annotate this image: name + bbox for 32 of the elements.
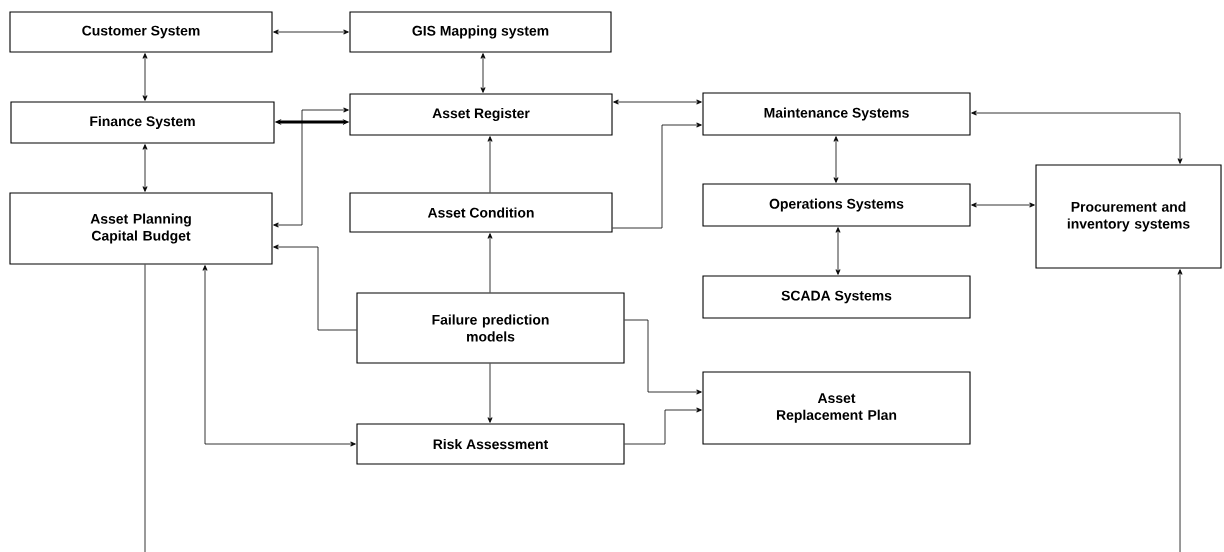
process-box: GIS Mapping system (349, 11, 612, 53)
arrow (202, 265, 356, 447)
arrow (833, 136, 839, 183)
process-box: Maintenance Systems (702, 92, 971, 136)
arrow (142, 144, 148, 192)
arrow (1177, 269, 1183, 552)
process-box: Operations Systems (702, 183, 971, 227)
arrow (612, 122, 702, 229)
arrow (273, 107, 349, 228)
process-box: Customer System (9, 11, 273, 53)
process-box: SCADA Systems (702, 275, 971, 319)
process-box: Asset Planning Capital Budget (9, 192, 273, 265)
arrow (487, 233, 493, 293)
arrow (971, 202, 1035, 208)
process-box: Failure prediction models (356, 292, 625, 364)
arrow (613, 99, 702, 105)
arrow (273, 244, 357, 331)
process-box: Asset Register (349, 93, 613, 136)
arrow (487, 136, 493, 193)
arrow (480, 53, 486, 93)
process-box: Finance System (10, 101, 275, 144)
process-box: Procurement and inventory systems (1035, 164, 1222, 269)
arrow (624, 319, 702, 395)
arrow (971, 110, 1183, 164)
arrow (273, 29, 349, 35)
process-box: Asset Condition (349, 192, 613, 233)
arrow (142, 53, 148, 101)
arrow (487, 363, 493, 423)
process-box: Asset Replacement Plan (702, 371, 971, 445)
process-box: Risk Assessment (356, 423, 625, 465)
arrow (624, 407, 702, 445)
arrow (835, 227, 841, 275)
